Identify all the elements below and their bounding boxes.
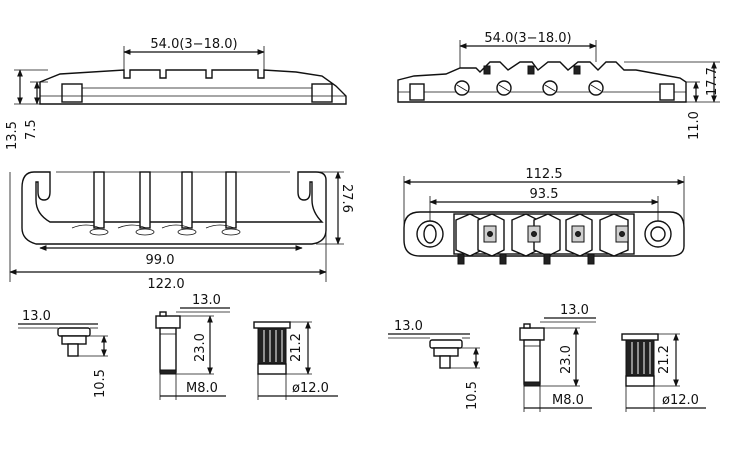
mounting-screw-b: 13.0 23.0 M8.0	[519, 303, 596, 412]
dim-label-bushing-height-b: 21.2	[657, 345, 672, 374]
dim-label-post-spacing-right: 93.5	[530, 187, 559, 202]
dim-label-bridge-depth: 27.6	[339, 184, 354, 213]
dim-top-right-span: 54.0(3−18.0)	[459, 31, 597, 68]
bridge-top-view-left	[21, 171, 327, 245]
screw-head-icon	[588, 80, 604, 96]
dim-label-screw-width-b: 13.0	[560, 303, 589, 318]
dim-left-heights: 13.5 7.5	[5, 69, 48, 150]
screw-head-icon	[542, 80, 558, 96]
dim-label-side-height-right-base: 11.0	[687, 111, 702, 140]
dim-post-spacing-right: 93.5	[429, 187, 659, 221]
dim-label-bushing-height-a: 21.2	[289, 333, 304, 362]
bridge-side-view-right	[397, 61, 687, 103]
dim-label-top-right-span: 54.0(3−18.0)	[484, 31, 571, 46]
dim-label-overall-length-left: 122.0	[147, 277, 184, 292]
mounting-screw-a: 13.0 23.0 M8.0	[155, 293, 230, 400]
dim-overall-length-left: 122.0	[9, 172, 327, 292]
dim-label-top-left-span: 54.0(3−18.0)	[150, 37, 237, 52]
dim-label-bushing-dia-b: ø12.0	[662, 393, 699, 408]
dim-label-screw-width-a: 13.0	[192, 293, 221, 308]
dim-label-saddle-width-b: 13.0	[394, 319, 423, 334]
post-hole-right	[644, 220, 672, 248]
saddle-row	[455, 213, 629, 265]
dim-label-inner-span-left: 99.0	[146, 253, 175, 268]
screw-head-icon	[454, 80, 470, 96]
dim-right-heights: 17.7 11.0	[624, 61, 720, 140]
dim-label-saddle-width-a: 13.0	[22, 309, 51, 324]
bridge-side-view-left	[39, 69, 347, 105]
dim-label-overall-length-right: 112.5	[525, 167, 562, 182]
dim-inner-span-left: 99.0	[39, 245, 303, 268]
screw-head-icon	[496, 80, 512, 96]
dim-label-side-height-total: 13.5	[5, 121, 20, 150]
thumbwheel-saddle-a: 13.0 10.5	[18, 309, 108, 398]
stud-bushing-b: 21.2 ø12.0	[621, 333, 706, 412]
dim-label-bushing-dia-a: ø12.0	[292, 381, 329, 396]
dim-label-screw-height-a: 23.0	[193, 333, 208, 362]
stud-bushing-a: 21.2 ø12.0	[253, 321, 338, 400]
dim-label-screw-height-b: 23.0	[559, 345, 574, 374]
dim-bridge-depth: 27.6	[316, 171, 354, 245]
bridge-top-view-right	[403, 211, 685, 265]
dim-label-screw-thread-a: M8.0	[186, 381, 218, 396]
dim-label-screw-thread-b: M8.0	[552, 393, 584, 408]
dim-label-side-height-right-total: 17.7	[705, 67, 720, 96]
dim-label-saddle-height-b: 10.5	[465, 381, 480, 410]
thumbwheel-saddle-b: 13.0 10.5	[388, 319, 480, 410]
dim-label-saddle-height-a: 10.5	[93, 369, 108, 398]
dim-label-side-height-base: 7.5	[24, 119, 39, 140]
dim-top-left-span: 54.0(3−18.0)	[123, 37, 265, 70]
post-hole-left	[416, 220, 444, 248]
dim-overall-length-right: 112.5	[403, 167, 685, 228]
